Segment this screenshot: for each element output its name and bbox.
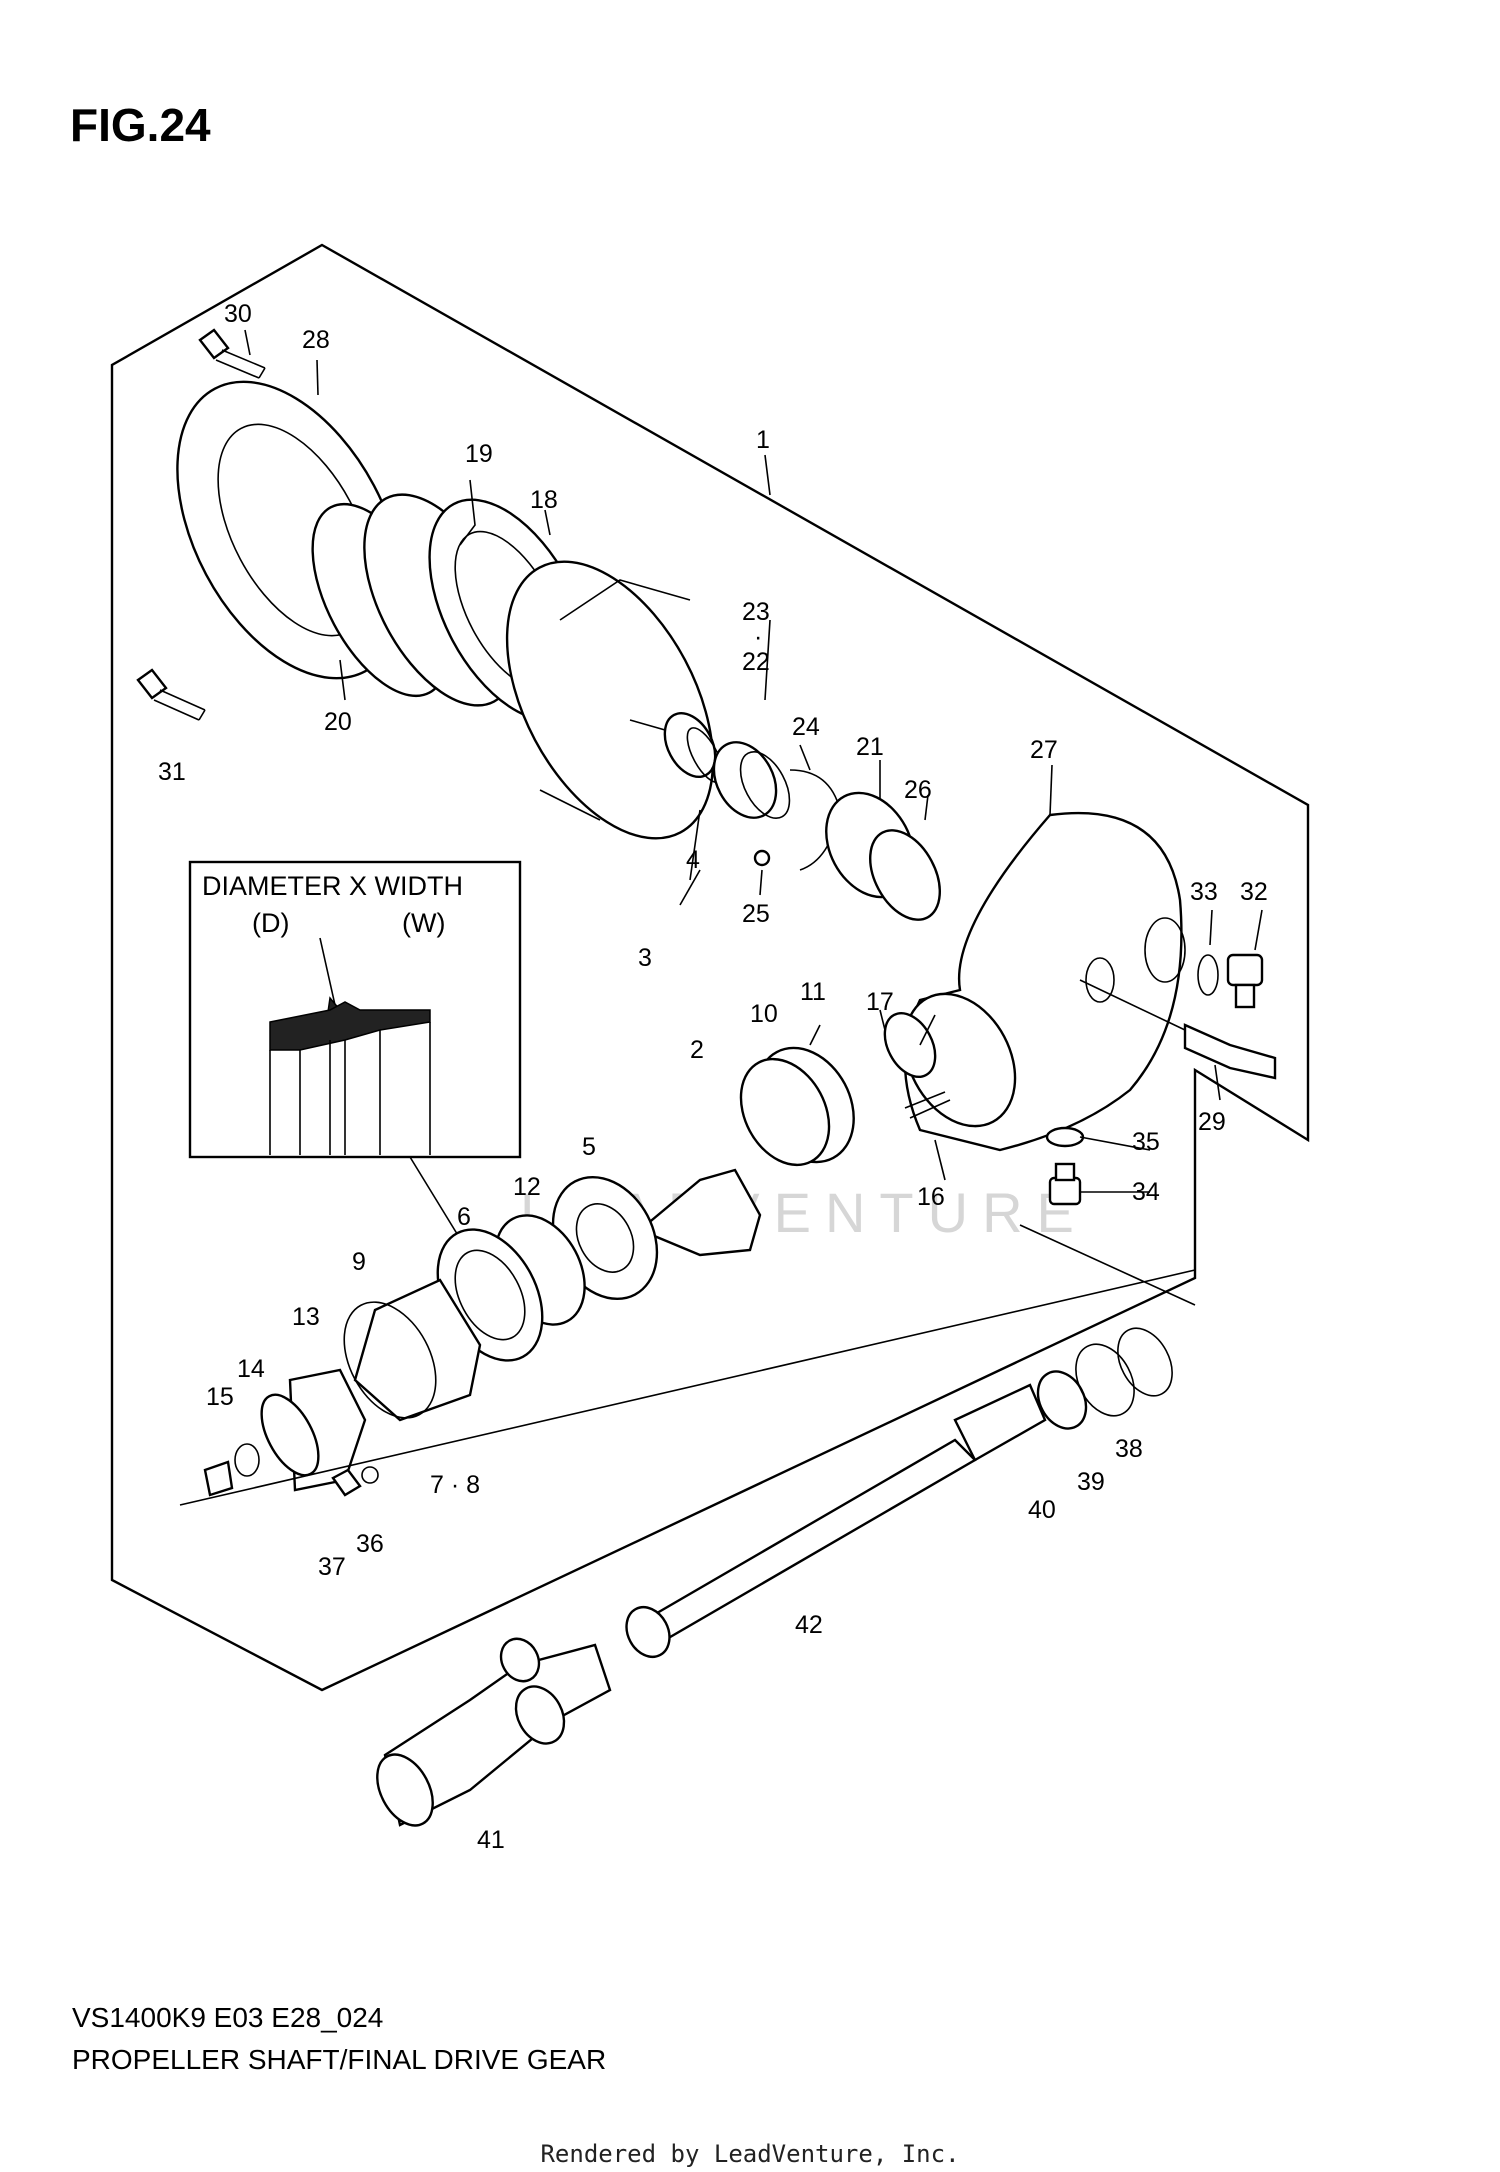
figure-title: FIG.24: [70, 99, 211, 151]
callout-17: 17: [866, 988, 894, 1016]
callout-9: 9: [352, 1248, 366, 1276]
callout-1: 1: [756, 426, 770, 454]
washer-plug: [1045, 1126, 1085, 1206]
callout-30: 30: [224, 300, 252, 328]
callout-6: 6: [457, 1203, 471, 1231]
diagram-name: PROPELLER SHAFT/FINAL DRIVE GEAR: [72, 2044, 607, 2075]
callout-12: 12: [513, 1173, 541, 1201]
callout-27: 27: [1030, 736, 1058, 764]
bolt-top: [198, 328, 266, 379]
callout-40: 40: [1028, 1496, 1056, 1524]
callout-38: 38: [1115, 1435, 1143, 1463]
propeller-shaft: [625, 1327, 1173, 1659]
callout-21: 21: [856, 733, 884, 761]
callout-41: 41: [477, 1826, 505, 1854]
callout-36: 36: [356, 1530, 384, 1558]
callout-34: 34: [1132, 1178, 1160, 1206]
callout-24: 24: [792, 713, 820, 741]
shims-upper: [686, 727, 941, 921]
assembly-boundary: [110, 243, 1310, 1692]
ring-gear: [505, 560, 721, 840]
callout-2: 2: [690, 1036, 704, 1064]
callout-13: 13: [292, 1303, 320, 1331]
callout-16: 16: [917, 1183, 945, 1211]
callout-42: 42: [795, 1611, 823, 1639]
callout-32: 32: [1240, 878, 1268, 906]
callout-15: 15: [206, 1383, 234, 1411]
render-credit: Rendered by LeadVenture, Inc.: [540, 2140, 960, 2168]
callout-28: 28: [302, 326, 330, 354]
model-code: VS1400K9 E03 E28_024: [72, 2002, 384, 2033]
gear-housing: [903, 811, 1186, 1152]
callout-4: 4: [686, 846, 700, 874]
callout-3: 3: [638, 944, 652, 972]
bolt-left: [136, 668, 206, 721]
callout-37: 37: [318, 1553, 346, 1581]
callout-10: 10: [750, 1000, 778, 1028]
pinion-assembly: [203, 1012, 951, 1497]
callout-26: 26: [904, 776, 932, 804]
callout-35: 35: [1132, 1128, 1160, 1156]
breather-fitting: [1079, 979, 1277, 1080]
callout-18: 18: [530, 486, 558, 514]
callout-25: 25: [742, 900, 770, 928]
callout-14: 14: [237, 1355, 265, 1383]
callout-7-8: 7 · 8: [430, 1471, 480, 1499]
inset-box: [188, 860, 522, 1159]
inset-label-d: (D): [252, 908, 289, 938]
callout-11: 11: [800, 978, 826, 1006]
drain-plug: [1197, 953, 1264, 1009]
callout-5: 5: [582, 1133, 596, 1161]
inset-cross-section: [269, 937, 431, 1155]
callout-23: 23: [742, 598, 770, 626]
callout-23-dot: ·: [754, 623, 762, 651]
callout-39: 39: [1077, 1468, 1105, 1496]
callout-31: 31: [158, 758, 186, 786]
callout-29: 29: [1198, 1108, 1226, 1136]
dashed-guides: [179, 1224, 1196, 1506]
callout-22: 22: [742, 648, 770, 676]
callout-20: 20: [324, 708, 352, 736]
callout-33: 33: [1190, 878, 1218, 906]
inset-heading: DIAMETER X WIDTH: [202, 871, 463, 901]
universal-joint: [376, 1637, 612, 1827]
inset-label-w: (W): [402, 908, 445, 938]
leader-lines: [244, 329, 1263, 1193]
callout-19: 19: [465, 440, 493, 468]
